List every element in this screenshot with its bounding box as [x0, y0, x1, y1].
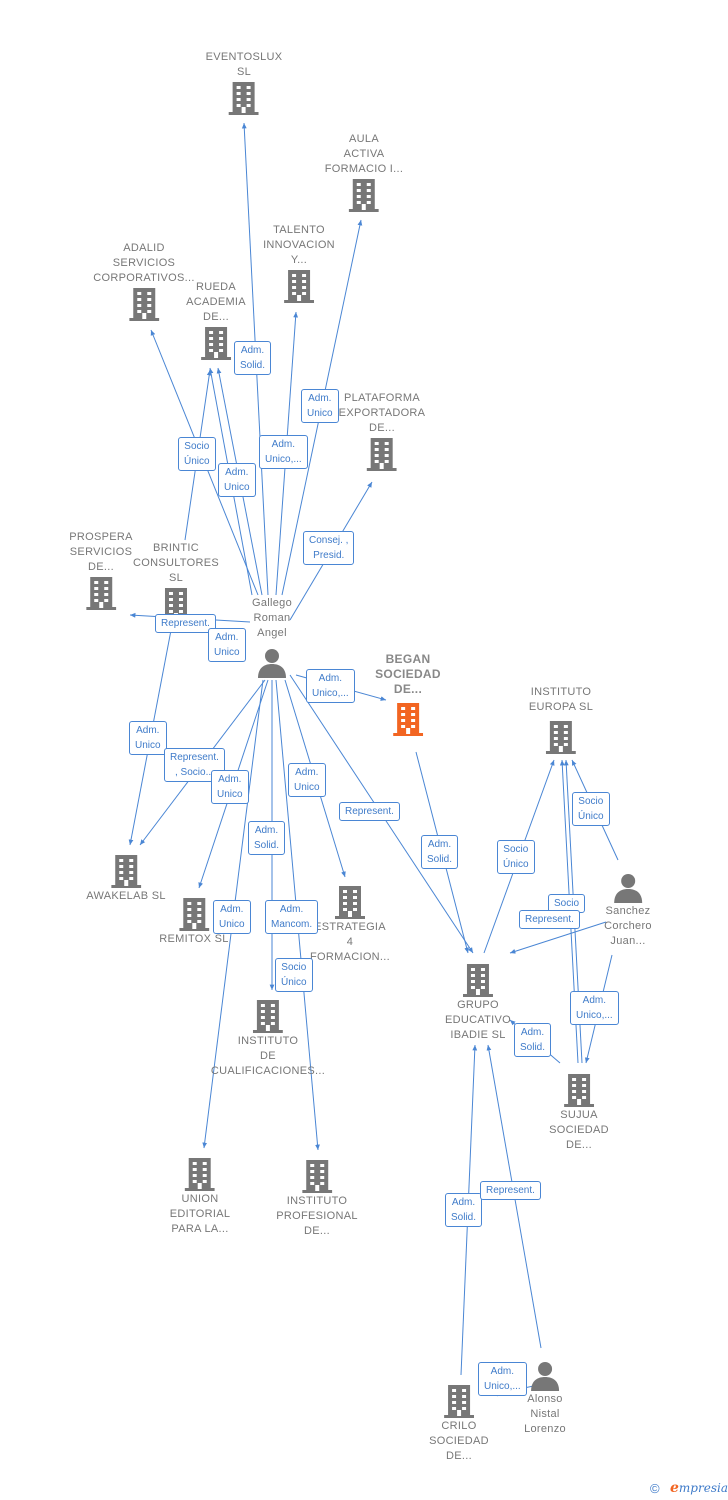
- node-instituto-cualificaciones[interactable]: INSTITUTO DE CUALIFICACIONES...: [211, 998, 325, 1079]
- building-icon: [335, 886, 365, 919]
- edge-label[interactable]: Adm. Unico,...: [570, 991, 619, 1025]
- brand-e: e: [670, 1480, 679, 1496]
- edge-label[interactable]: Socio Único: [178, 437, 216, 471]
- node-label: Alonso Nistal Lorenzo: [524, 1393, 566, 1435]
- node-instituto-profesional[interactable]: INSTITUTO PROFESIONAL DE...: [276, 1158, 358, 1239]
- building-icon: [301, 1160, 332, 1193]
- node-label: Sanchez Corchero Juan...: [604, 905, 652, 947]
- node-label: AULA ACTIVA FORMACIO I...: [324, 133, 404, 175]
- brand-logo[interactable]: © empresia: [648, 1480, 728, 1498]
- node-rueda[interactable]: RUEDA ACADEMIA DE...: [186, 280, 246, 361]
- building-icon: [393, 703, 423, 736]
- copyright-symbol: ©: [650, 1481, 660, 1496]
- building-icon: [184, 1158, 215, 1191]
- node-adalid[interactable]: ADALID SERVICIOS CORPORATIVOS...: [93, 241, 194, 322]
- node-label: REMITOX SL: [159, 933, 229, 945]
- edge-label[interactable]: Represent.: [155, 614, 216, 633]
- edge-label[interactable]: Adm. Unico: [218, 463, 256, 497]
- building-icon: [349, 179, 379, 212]
- edge-label[interactable]: Adm. Unico: [288, 763, 326, 797]
- building-icon: [86, 577, 116, 610]
- node-label: ADALID SERVICIOS CORPORATIVOS...: [93, 242, 195, 284]
- building-icon: [546, 721, 576, 754]
- node-label: AWAKELAB SL: [86, 890, 166, 902]
- edge-label[interactable]: Adm. Unico: [211, 770, 249, 804]
- edge-label[interactable]: Represent.: [480, 1181, 541, 1200]
- edge-label[interactable]: Adm. Unico,...: [259, 435, 308, 469]
- node-label: INSTITUTO EUROPA SL: [528, 686, 594, 713]
- building-icon: [229, 82, 259, 115]
- edge-label[interactable]: Consej. , Presid.: [303, 531, 355, 565]
- edge-label[interactable]: Adm. Solid.: [514, 1023, 552, 1057]
- edge-label[interactable]: Adm. Mancom.: [265, 900, 319, 934]
- node-plataforma[interactable]: PLATAFORMA EXPORTADORA DE...: [339, 391, 426, 472]
- edge-label[interactable]: Represent.: [339, 802, 400, 821]
- node-label: PROSPERA SERVICIOS DE...: [69, 531, 133, 573]
- building-icon: [128, 288, 159, 321]
- edge-label[interactable]: Adm. Unico,...: [478, 1362, 527, 1396]
- person-icon: [257, 649, 286, 678]
- node-sujua[interactable]: SUJUA SOCIEDAD DE...: [549, 1072, 609, 1153]
- edge-label[interactable]: Adm. Solid.: [445, 1193, 483, 1227]
- node-label: GRUPO EDUCATIVO IBADIE SL: [444, 999, 512, 1041]
- node-label: ESTRATEGIA 4 FORMACION...: [310, 921, 390, 963]
- node-instituto-europa[interactable]: INSTITUTO EUROPA SL: [529, 685, 593, 755]
- node-aula[interactable]: AULA ACTIVA FORMACIO I...: [325, 132, 403, 213]
- node-brintic[interactable]: BRINTIC CONSULTORES SL: [133, 541, 219, 622]
- node-grupo[interactable]: GRUPO EDUCATIVO IBADIE SL: [445, 962, 511, 1043]
- node-talento[interactable]: TALENTO INNOVACION Y...: [263, 223, 335, 304]
- node-eventoslux[interactable]: EVENTOSLUX SL: [206, 50, 283, 116]
- building-icon: [200, 327, 231, 360]
- node-prospera[interactable]: PROSPERA SERVICIOS DE...: [69, 530, 133, 611]
- node-label: RUEDA ACADEMIA DE...: [186, 281, 246, 323]
- node-label: TALENTO INNOVACION Y...: [263, 224, 335, 266]
- node-union[interactable]: UNION EDITORIAL PARA LA...: [170, 1156, 231, 1237]
- brand-rest: mpresia: [678, 1481, 728, 1495]
- node-label: INSTITUTO PROFESIONAL DE...: [276, 1195, 358, 1237]
- edge-label[interactable]: Adm. Unico: [301, 389, 339, 423]
- edge-label[interactable]: Socio Único: [275, 958, 313, 992]
- node-label: BEGAN SOCIEDAD DE...: [375, 652, 441, 696]
- node-crilo[interactable]: CRILO SOCIEDAD DE...: [429, 1383, 489, 1464]
- building-icon: [366, 438, 397, 471]
- node-label: INSTITUTO DE CUALIFICACIONES...: [210, 1035, 326, 1077]
- building-icon: [252, 1000, 283, 1033]
- edge-label[interactable]: Adm. Solid.: [248, 821, 286, 855]
- edge-label[interactable]: Represent.: [519, 910, 580, 929]
- node-label: Gallego Roman Angel: [251, 597, 293, 639]
- building-icon: [283, 270, 314, 303]
- node-awakelab[interactable]: AWAKELAB SL: [86, 853, 166, 904]
- edge-label[interactable]: Socio Único: [572, 792, 610, 826]
- node-label: BRINTIC CONSULTORES SL: [132, 542, 220, 584]
- node-label: PLATAFORMA EXPORTADORA DE...: [338, 392, 426, 434]
- node-label: CRILO SOCIEDAD DE...: [429, 1420, 489, 1462]
- person-icon: [613, 874, 642, 903]
- building-icon: [443, 1385, 474, 1418]
- node-alonso[interactable]: Alonso Nistal Lorenzo: [524, 1360, 566, 1437]
- edge-label[interactable]: Adm. Unico,...: [306, 669, 355, 703]
- building-icon: [463, 964, 493, 997]
- edge-label[interactable]: Adm. Unico: [129, 721, 167, 755]
- edge-label[interactable]: Adm. Unico: [208, 628, 246, 662]
- edge-label[interactable]: Adm. Solid.: [421, 835, 459, 869]
- node-remitox[interactable]: REMITOX SL: [159, 896, 228, 947]
- node-estrategia[interactable]: ESTRATEGIA 4 FORMACION...: [310, 884, 390, 965]
- person-icon: [530, 1362, 559, 1391]
- brand-name: empresia: [670, 1480, 728, 1496]
- node-began[interactable]: BEGAN SOCIEDAD DE...: [375, 652, 441, 737]
- node-gallego[interactable]: Gallego Roman Angel: [252, 596, 292, 679]
- edge-label[interactable]: Adm. Unico: [213, 900, 251, 934]
- node-label: SUJUA SOCIEDAD DE...: [549, 1109, 609, 1151]
- edge-sanchez-grupo: [509, 921, 607, 954]
- edge-label[interactable]: Adm. Solid.: [234, 341, 272, 375]
- building-icon: [111, 855, 141, 888]
- building-icon: [563, 1074, 594, 1107]
- edge-label[interactable]: Socio Único: [497, 840, 535, 874]
- node-label: EVENTOSLUX SL: [205, 51, 283, 78]
- node-sanchez[interactable]: Sanchez Corchero Juan...: [604, 872, 652, 949]
- node-label: UNION EDITORIAL PARA LA...: [169, 1193, 231, 1235]
- building-icon: [179, 898, 209, 931]
